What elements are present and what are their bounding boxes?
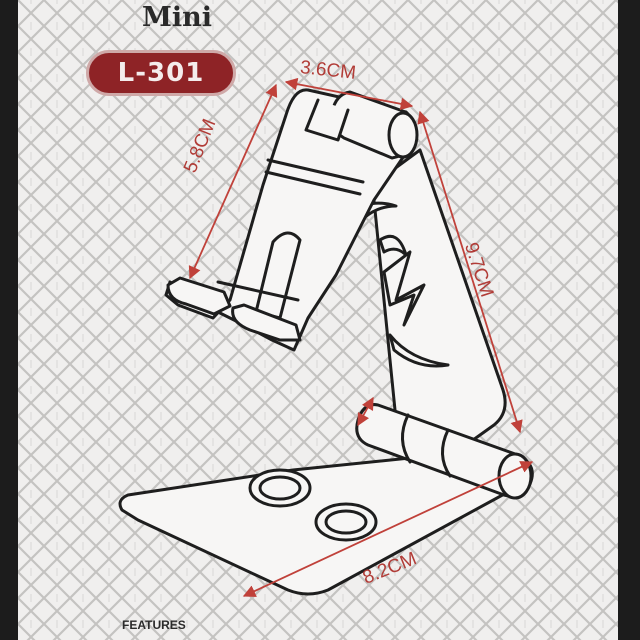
phone-stand-illustration: [18, 0, 618, 640]
rear-plate-slot: [382, 250, 426, 327]
dimension-line-base-length: [242, 461, 534, 597]
model-number: L-301: [117, 58, 205, 88]
center-cutout: [254, 231, 302, 320]
dimension-line-hinge-height: [357, 396, 374, 427]
dimension-line-top-width: [284, 77, 414, 111]
model-badge: L-301: [86, 50, 236, 96]
features-heading: FEATURES: [122, 618, 186, 632]
crossbar-line: [266, 158, 365, 184]
dimension-line-side-length: [417, 110, 523, 434]
dimension-line-back-height: [188, 83, 278, 280]
front-lip-left: [166, 276, 232, 316]
lip-line: [216, 280, 300, 302]
hinge-segment: [401, 413, 412, 464]
product-box-panel: Mini L-301 3.6CM 5.8CM 9.7CM 8.2CM FEATU…: [18, 0, 618, 640]
crossbar-line: [264, 170, 362, 196]
base-hole-inner: [258, 475, 302, 501]
top-hinge-cap: [387, 111, 419, 159]
base-hole-inner: [324, 509, 368, 535]
series-name: Mini: [141, 2, 213, 33]
front-lip-right: [231, 303, 302, 342]
